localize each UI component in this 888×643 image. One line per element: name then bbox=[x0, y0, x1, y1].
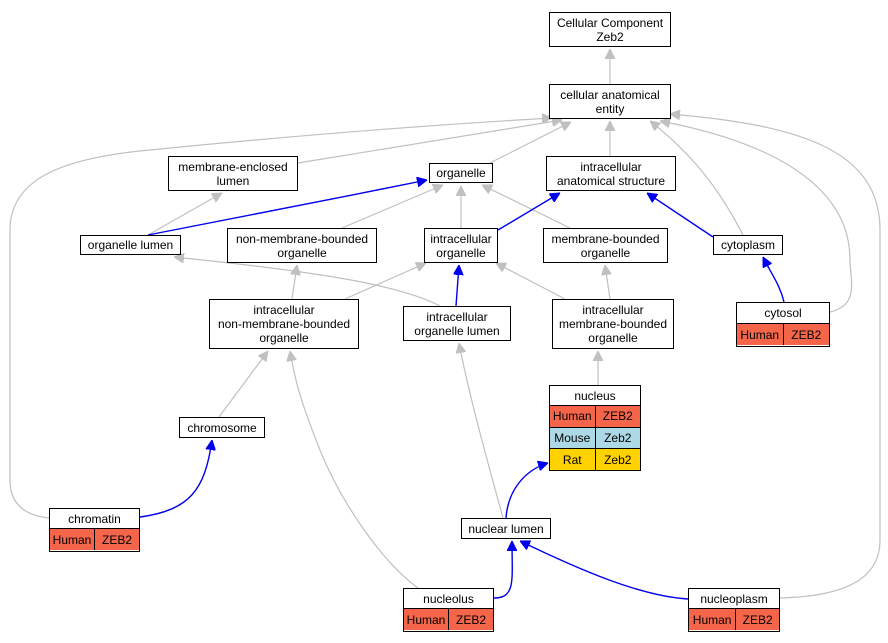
node-label: cytoplasm bbox=[720, 238, 776, 252]
edge-part-of-iol-to-io bbox=[456, 265, 459, 307]
species-label: Human bbox=[692, 612, 732, 627]
node-intracellular-organelle-lumen[interactable]: intracellular organelle lumen bbox=[403, 306, 511, 341]
gene-label: ZEB2 bbox=[782, 324, 830, 345]
annotation-row: Rat Zeb2 bbox=[550, 448, 641, 471]
node-label: chromosome bbox=[187, 420, 257, 435]
edge-is-a-nucleoplasm-to-cae bbox=[670, 114, 881, 599]
edge-is-a-chromatin-to-cae bbox=[9, 118, 552, 519]
edge-is-a-iol-to-org_lumen bbox=[174, 257, 441, 307]
edge-is-a-nmbo-to-organelle bbox=[341, 185, 443, 229]
edge-is-a-imbo-to-io bbox=[496, 262, 566, 300]
node-intracellular-organelle[interactable]: intracellular organelle bbox=[424, 228, 498, 263]
gene-label: ZEB2 bbox=[94, 529, 139, 550]
species-label: Human bbox=[740, 327, 780, 342]
node-label: nucleoplasm bbox=[700, 591, 768, 606]
node-label: intracellular organelle lumen bbox=[414, 309, 500, 338]
species-label: Human bbox=[552, 409, 592, 424]
node-organelle[interactable]: organelle bbox=[429, 163, 493, 183]
edge-is-a-chromosome-to-inmbo bbox=[218, 351, 268, 418]
node-label: nuclear lumen bbox=[468, 521, 544, 536]
node-label: intracellular anatomical structure bbox=[556, 159, 666, 188]
edge-is-a-inmbo-to-nmbo bbox=[292, 265, 297, 300]
edge-is-a-organelle-to-cae bbox=[489, 121, 571, 164]
gene-label: ZEB2 bbox=[735, 609, 779, 630]
node-label: intracellular non-membrane-bounded organ… bbox=[217, 303, 351, 345]
node-cellular-anatomical-entity[interactable]: cellular anatomical entity bbox=[549, 84, 671, 119]
node-label: organelle lumen bbox=[87, 238, 174, 252]
node-label: chromatin bbox=[68, 511, 121, 526]
gene-label: Zeb2 bbox=[594, 449, 641, 471]
node-label: organelle bbox=[436, 166, 486, 180]
edge-part-of-cytoplasm-to-ias bbox=[647, 193, 714, 238]
node-membrane-bounded-organelle[interactable]: membrane-bounded organelle bbox=[543, 228, 668, 263]
node-cellular-component-zeb2[interactable]: Cellular Component Zeb2 bbox=[549, 12, 671, 47]
node-intracellular-membrane-bounded-organelle[interactable]: intracellular membrane-bounded organelle bbox=[552, 299, 674, 349]
edge-part-of-io-to-ias bbox=[497, 192, 560, 231]
edge-is-a-mbo-to-organelle bbox=[482, 185, 571, 229]
gene-label: ZEB2 bbox=[448, 609, 493, 630]
edge-is-a-mel-to-cae bbox=[297, 120, 562, 164]
species-label: Rat bbox=[562, 452, 582, 467]
node-membrane-enclosed-lumen[interactable]: membrane-enclosed lumen bbox=[168, 156, 298, 191]
edge-is-a-org_lumen-to-mel bbox=[147, 193, 222, 236]
node-label: intracellular organelle bbox=[430, 231, 492, 260]
node-intracellular-non-membrane-bounded-organelle[interactable]: intracellular non-membrane-bounded organ… bbox=[209, 299, 359, 349]
edge-part-of-org_lumen-to-organelle bbox=[147, 180, 427, 236]
edge-part-of-nucleolus-to-nuclear_lumen bbox=[493, 541, 512, 599]
node-label: non-membrane-bounded organelle bbox=[235, 231, 369, 260]
node-label: membrane-enclosed lumen bbox=[178, 159, 288, 188]
node-chromosome[interactable]: chromosome bbox=[179, 417, 265, 438]
edge-is-a-nuclear_lumen-to-iol bbox=[459, 343, 504, 519]
edge-part-of-cytosol-to-cytoplasm bbox=[762, 257, 785, 303]
edge-is-a-cytoplasm-to-cae bbox=[650, 121, 744, 236]
node-label: nucleolus bbox=[423, 591, 474, 606]
node-label: Cellular Component Zeb2 bbox=[556, 15, 664, 44]
node-intracellular-anatomical-structure[interactable]: intracellular anatomical structure bbox=[546, 156, 676, 191]
species-label: Mouse bbox=[554, 431, 591, 445]
gene-label: ZEB2 bbox=[594, 406, 641, 427]
node-label: cytosol bbox=[764, 306, 802, 320]
edge-is-a-cytosol-to-cae bbox=[660, 121, 853, 313]
species-label: Human bbox=[52, 532, 92, 547]
edge-is-a-imbo-to-mbo bbox=[605, 265, 610, 300]
species-label: Human bbox=[406, 612, 446, 627]
node-organelle-lumen[interactable]: organelle lumen bbox=[80, 235, 181, 255]
edge-part-of-nuclear_lumen-to-nucleus bbox=[505, 463, 548, 519]
node-label: intracellular membrane-bounded organelle bbox=[558, 303, 668, 345]
edge-part-of-nucleoplasm-to-nuclear_lumen bbox=[520, 541, 689, 600]
node-label: nucleus bbox=[574, 388, 616, 403]
gene-label: Zeb2 bbox=[594, 427, 641, 449]
node-cytoplasm[interactable]: cytoplasm bbox=[713, 235, 783, 255]
node-non-membrane-bounded-organelle[interactable]: non-membrane-bounded organelle bbox=[227, 228, 377, 263]
edge-part-of-chromatin-to-chromosome bbox=[139, 440, 212, 518]
node-nuclear-lumen[interactable]: nuclear lumen bbox=[461, 518, 551, 539]
edge-is-a-nucleolus-to-inmbo bbox=[290, 351, 419, 589]
node-label: cellular anatomical entity bbox=[560, 87, 660, 116]
edge-is-a-inmbo-to-io bbox=[344, 263, 426, 300]
node-label: membrane-bounded organelle bbox=[551, 231, 660, 260]
